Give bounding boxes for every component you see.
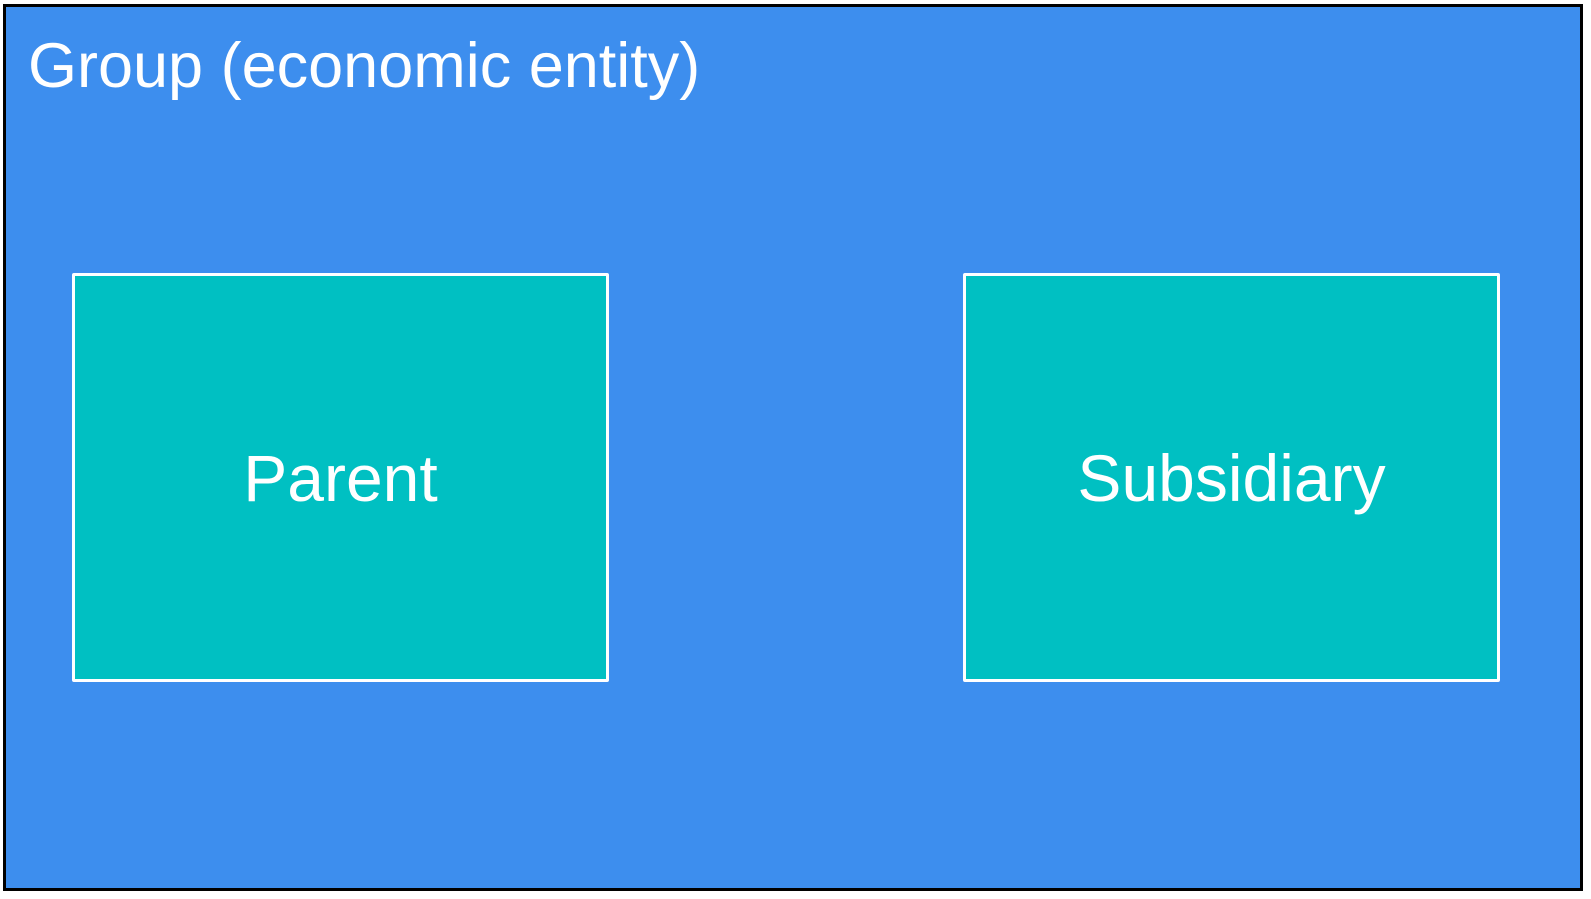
parent-label: Parent (243, 440, 438, 515)
parent-box: Parent (72, 273, 609, 682)
subsidiary-box: Subsidiary (963, 273, 1500, 682)
group-title: Group (economic entity) (28, 31, 701, 101)
subsidiary-label: Subsidiary (1077, 440, 1386, 515)
group-container: Group (economic entity) Parent Subsidiar… (3, 4, 1583, 891)
